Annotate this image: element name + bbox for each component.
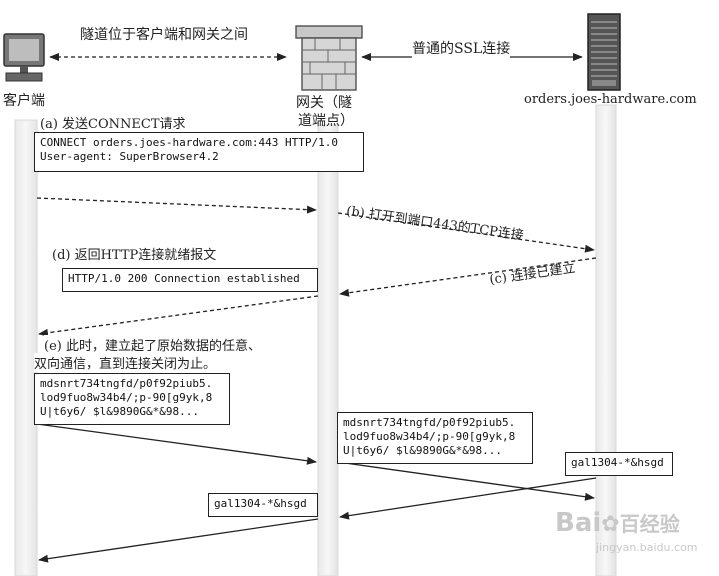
client-label: 客户端 [3, 93, 45, 109]
watermark-url: jingyan.baidu.com [596, 541, 698, 554]
server-label: orders.joes-hardware.com [524, 92, 697, 107]
http-ready-arrow [38, 295, 319, 337]
watermark-brand-tail: 百经验 [619, 512, 680, 536]
reply-server-to-gateway-arrow [339, 477, 597, 520]
raw-data-client-to-gateway-arrow [36, 423, 317, 465]
http-response-box: HTTP/1.0 200 Connection established [62, 268, 318, 292]
server-icon [587, 13, 621, 91]
tunnel-label: 隧道位于客户端和网关之间 [80, 24, 248, 44]
step-e-label-line2: 双向通信，直到连接关闭为止。 [34, 353, 217, 372]
raw-data-gateway-to-server-arrow [337, 461, 595, 501]
raw-data-gateway-box: mdsnrt734tngfd/p0f92piub5. lod9fuo8w34b4… [337, 412, 533, 464]
watermark-brand: Bai [555, 508, 602, 538]
reply-gateway-box: gal1304-*&hsgd [208, 493, 318, 517]
watermark-logo: Bai✿百经验 [555, 508, 680, 538]
client-lifeline [14, 119, 38, 576]
paw-icon: ✿ [601, 512, 620, 537]
gateway-label-line1: 网关（隧 [296, 95, 352, 111]
step-a-label: (a) 发送CONNECT请求 [40, 113, 186, 132]
step-e-label-line1: (e) 此时，建立起了原始数据的任意、 [44, 335, 261, 354]
gateway-label-line2: 道端点） [298, 113, 354, 129]
connect-request-box: CONNECT orders.joes-hardware.com:443 HTT… [34, 132, 364, 172]
computer-icon [3, 33, 45, 82]
server-lifeline [595, 104, 617, 576]
firewall-icon [295, 25, 363, 91]
reply-gateway-to-client-arrow [38, 518, 319, 563]
reply-server-box: gal1304-*&hsgd [565, 452, 673, 476]
connect-request-arrow [36, 197, 317, 214]
ssl-label: 普通的SSL连接 [412, 38, 511, 58]
gateway-lifeline [317, 124, 339, 576]
raw-data-client-box: mdsnrt734tngfd/p0f92piub5. lod9fuo8w34b4… [34, 373, 230, 425]
connection-established-arrow [339, 257, 597, 297]
step-d-label: (d) 返回HTTP连接就绪报文 [52, 244, 217, 263]
tcp-open-arrow [337, 212, 595, 253]
